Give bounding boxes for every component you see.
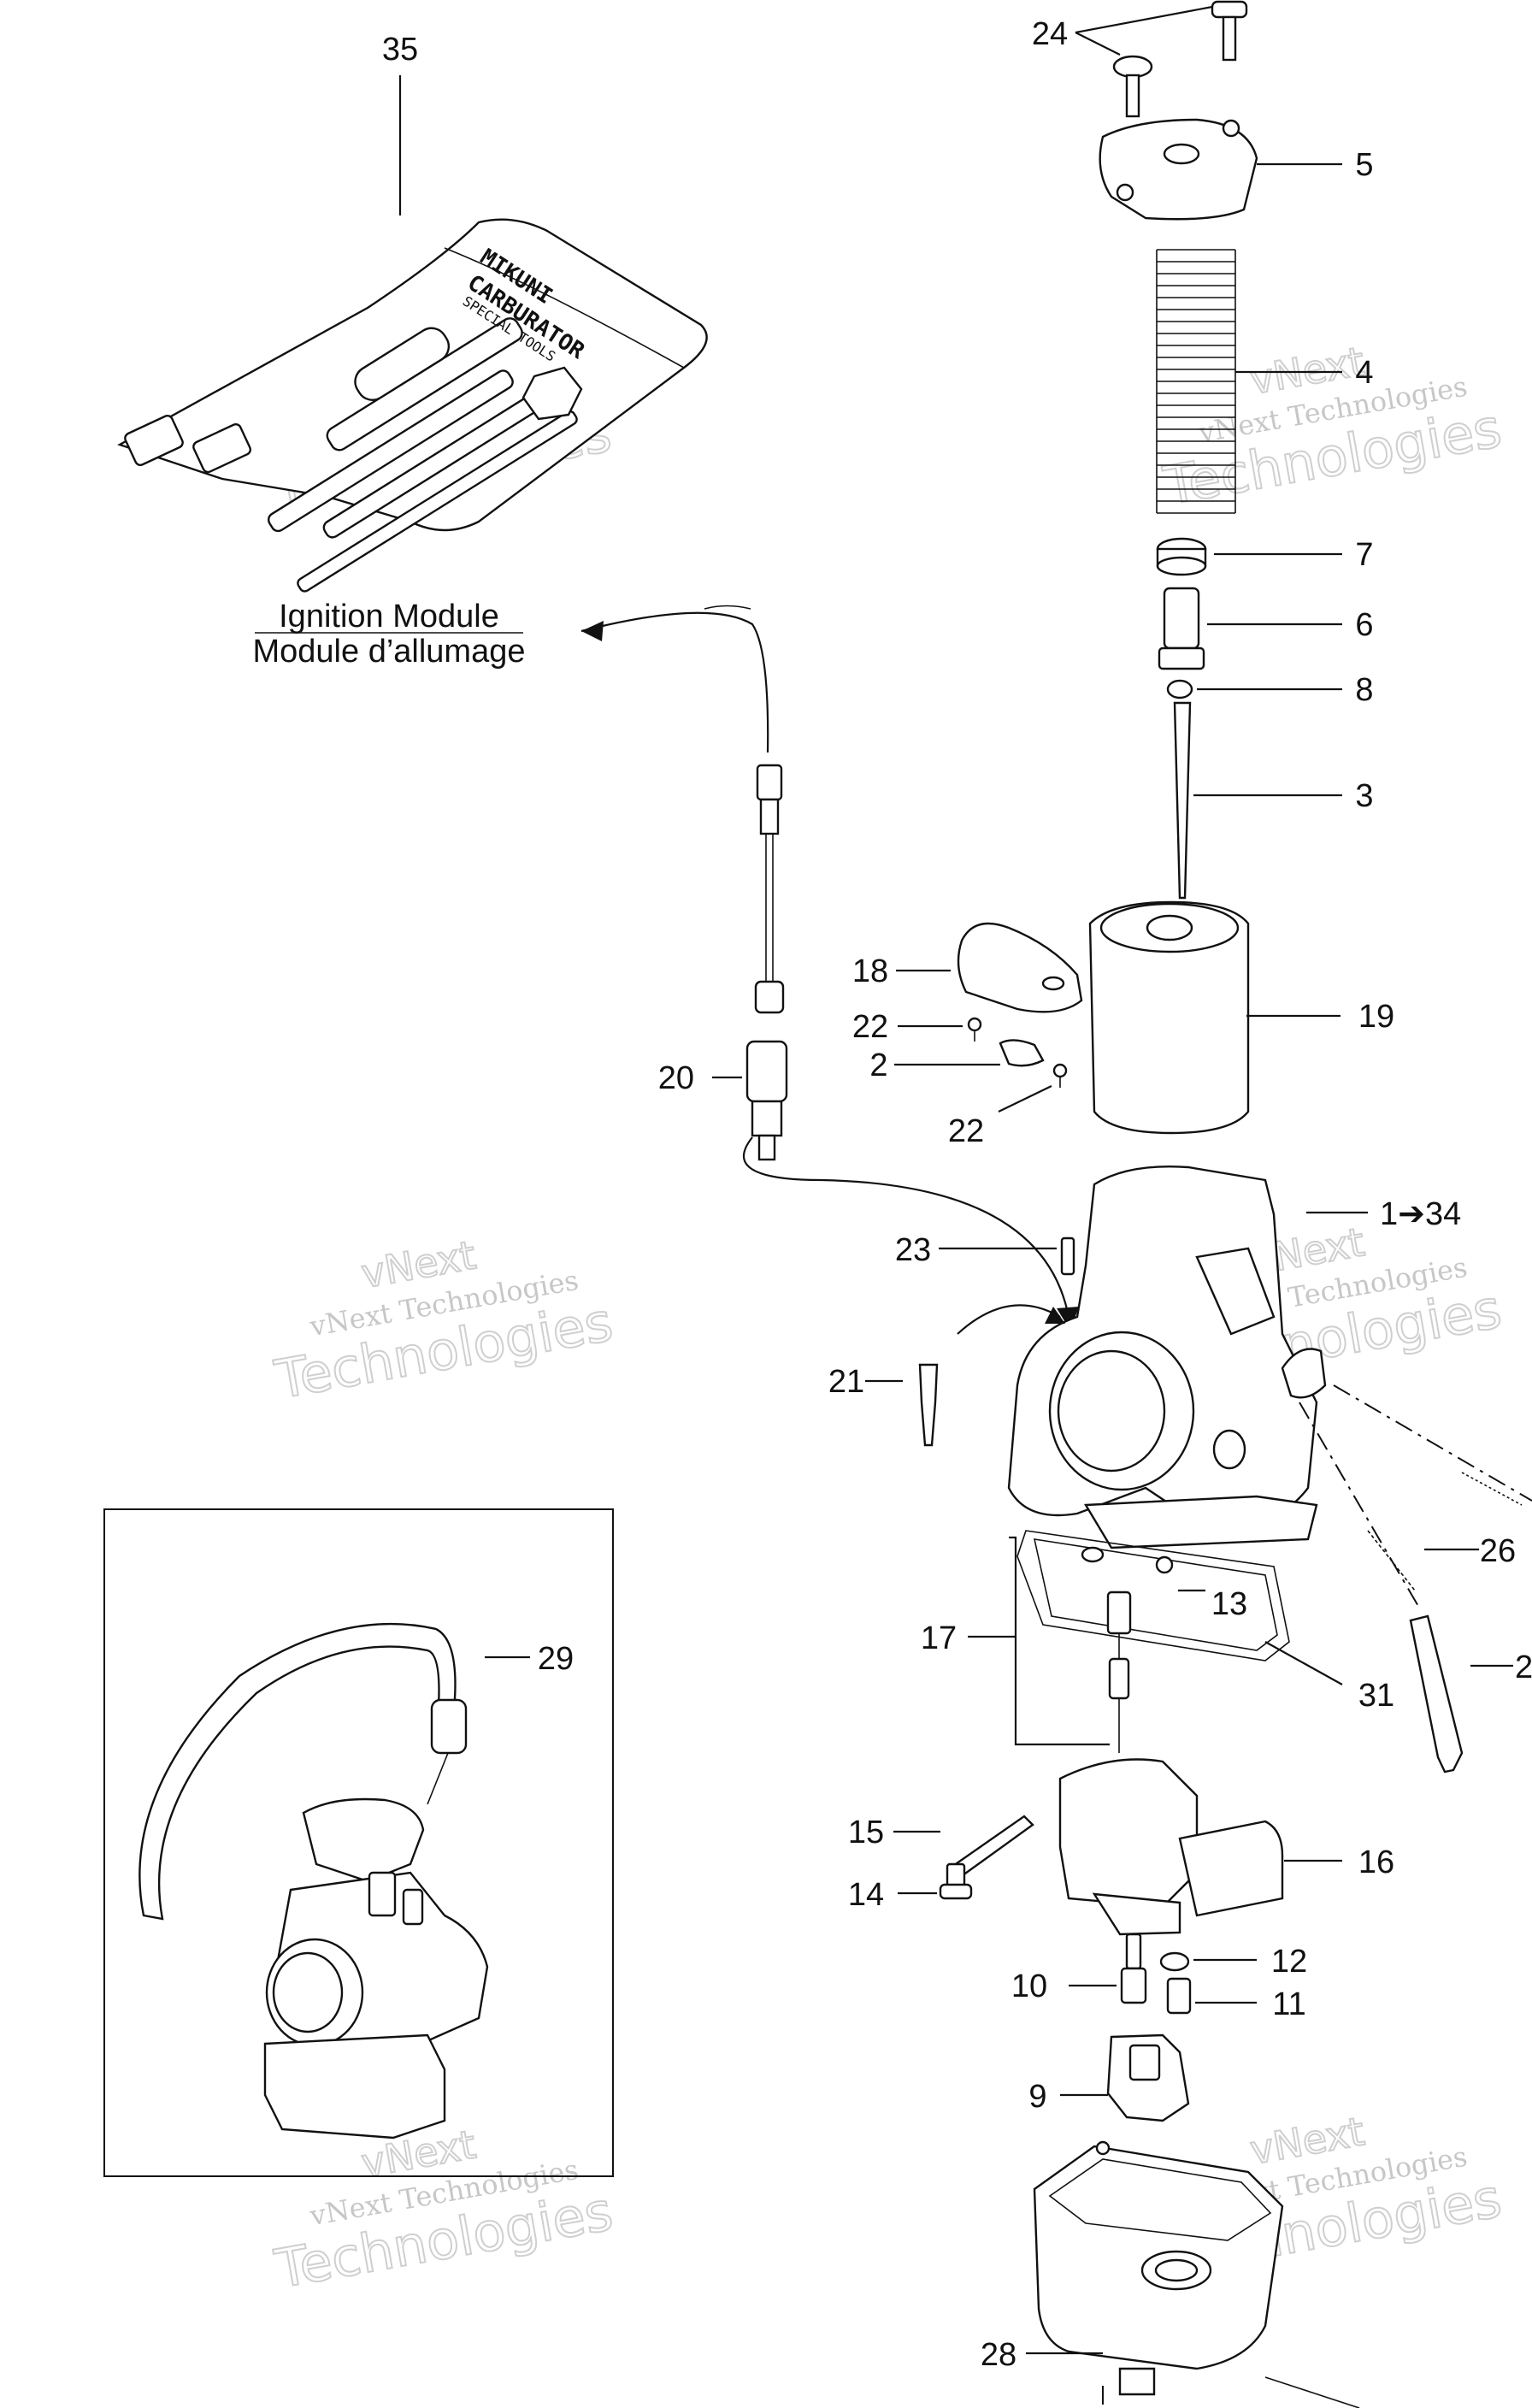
part-16-float [1058,1758,1284,1936]
part-28-float-bowl [1033,2140,1284,2396]
part-8-clip [1166,679,1193,699]
callout-9: 9 [1028,2079,1046,2115]
callout-25: 2 [1515,1650,1532,1685]
callout-35: 35 [382,32,418,68]
part-31-gasket [1016,1530,1290,1661]
callout-1-to-34: 1➔34 [1380,1196,1461,1232]
callout-10: 10 [1011,1968,1047,2004]
callout-8: 8 [1355,672,1373,708]
callout-15: 15 [848,1815,884,1850]
part-14-screw [939,1862,973,1900]
part-20-sensor [742,764,1079,1331]
callout-28: 28 [981,2337,1016,2373]
callout-19: 19 [1358,999,1394,1035]
callout-12: 12 [1271,1944,1307,1980]
callout-21: 21 [828,1364,864,1400]
callout-17: 17 [921,1620,957,1656]
callout-22-b: 22 [948,1113,984,1149]
callout-3: 3 [1355,778,1373,814]
callout-6: 6 [1355,607,1373,643]
callout-4: 4 [1355,355,1373,391]
callout-11: 11 [1272,1986,1305,2022]
part-4-spring [1156,249,1236,514]
part-6-needle-holder [1158,587,1205,670]
callout-5: 5 [1355,147,1373,183]
callout-20: 20 [658,1060,694,1096]
callout-31: 31 [1358,1678,1394,1714]
callout-24: 24 [1032,16,1068,52]
callout-22-a: 22 [852,1009,888,1045]
part-3-jet-needle [1173,701,1192,900]
part-24-screws [1112,0,1248,118]
callout-14: 14 [848,1877,884,1913]
arrow-icon [1045,1307,1065,1324]
part-25-screw [1409,1614,1464,1774]
part-18-cover [957,922,1083,1013]
part-21-screw [918,1363,939,1447]
part-5-cap [1099,118,1258,221]
arrow-icon [581,621,604,641]
part-7-collar [1156,537,1207,576]
part-19-throttle-slide [1088,900,1250,1135]
callout-29: 29 [538,1641,574,1677]
part-35-tool-kit: MIKUNI CARBURATOR SPECIAL TOOLS [117,218,708,593]
part-10-needle-valve [1120,1933,1147,2004]
inset-assembled-carburetor [103,1508,614,2177]
callout-26: 26 [1480,1533,1516,1569]
caption-english: Ignition Module [279,599,499,634]
part-12-washer [1159,1951,1190,1972]
callout-16: 16 [1358,1844,1394,1880]
callout-13: 13 [1211,1586,1247,1622]
part-9-baffle [1106,2033,1190,2122]
part-22-screw-a [967,1017,982,1042]
part-1-carburetor-body [1007,1165,1327,1549]
part-13-plug [1081,1546,1174,1574]
callout-2: 2 [869,1048,887,1083]
part-2-bracket [999,1039,1045,1067]
part-23-pin [1060,1236,1075,1276]
caption-french: Module d’allumage [253,634,526,670]
callout-23: 23 [895,1232,931,1268]
part-26-spring [1367,1530,1416,1591]
part-11-seat [1166,1977,1192,2015]
callout-18: 18 [852,953,888,989]
part-17-needle-jet [1106,1591,1132,1753]
part-22-screw-b [1052,1063,1068,1088]
callout-7: 7 [1355,537,1373,573]
arrow-icon [1057,1307,1079,1331]
